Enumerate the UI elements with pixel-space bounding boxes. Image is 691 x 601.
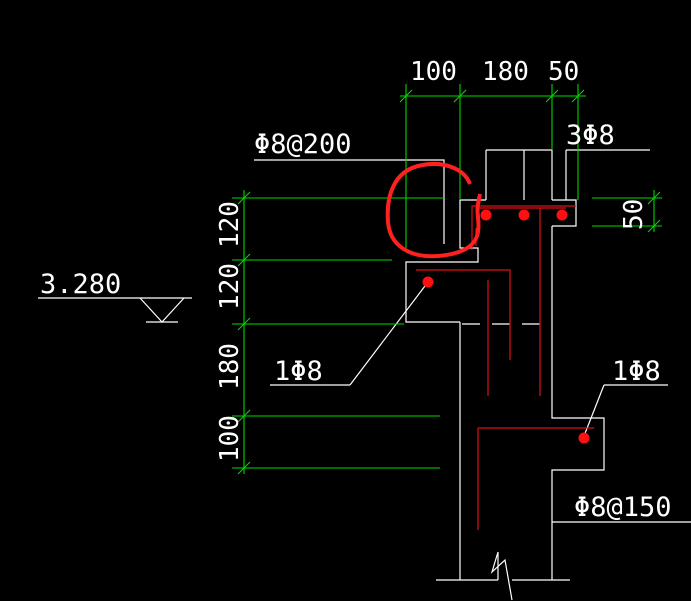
dim-top-50: 50 [548,57,579,87]
label-bar-left: 1Φ8 [274,356,323,387]
dim-left-180: 180 [215,343,245,390]
dimension-lines-right [592,190,662,233]
label-stirrup-top: Φ8@200 [254,129,352,160]
label-bar-right: 1Φ8 [612,356,661,387]
right-bar [578,432,590,444]
rebar-dots [422,209,590,444]
concrete-outline [38,149,691,601]
label-elevation: 3.280 [40,269,121,300]
dim-top-100: 100 [410,57,457,87]
dim-top-180: 180 [482,57,529,87]
dimension-lines-left [232,190,444,475]
top-bar-3 [556,209,568,221]
label-top-bars: 3Φ8 [566,120,615,151]
dim-right-50: 50 [619,199,649,230]
rebar-lines [416,205,594,530]
top-bar-2 [518,209,530,221]
label-stirrup-bottom: Φ8@150 [574,492,672,523]
top-bar-1 [480,209,492,221]
dim-left-100: 100 [215,415,245,462]
dim-left-120-b: 120 [215,263,245,310]
dimension-lines-top [399,84,586,252]
dim-left-120-a: 120 [215,201,245,248]
left-bar [422,276,434,288]
highlight-circle [385,162,482,259]
